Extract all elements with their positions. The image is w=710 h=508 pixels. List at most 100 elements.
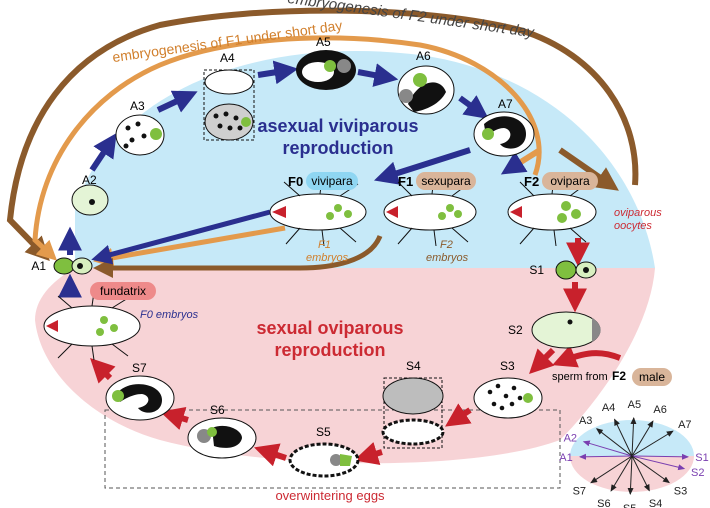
badge-vivipara	[306, 172, 358, 190]
compass-label-a2: A2	[564, 433, 577, 445]
label-F0: F0	[288, 174, 303, 189]
a4-top	[204, 69, 254, 95]
compass-label-s4: S4	[649, 498, 662, 508]
s4-frame	[383, 377, 443, 449]
badge-fundatrix-label: fundatrix	[100, 284, 146, 298]
a7-band	[484, 116, 526, 149]
compass-label-a6: A6	[653, 404, 666, 416]
sperm-prefix: sperm from	[552, 371, 608, 383]
compass-ray-s7	[590, 455, 633, 484]
compass-ray-a4	[614, 418, 633, 457]
asexual-title-line2: reproduction	[283, 138, 394, 158]
compass-ray-s6	[610, 455, 633, 492]
compass-label-s6: S6	[597, 498, 610, 508]
compass-label-a7: A7	[678, 419, 691, 431]
badge-sexupara-label: sexupara	[421, 174, 471, 188]
label-A5: A5	[316, 35, 331, 49]
overwintering-label: overwintering eggs	[275, 488, 385, 503]
label-S7: S7	[132, 361, 147, 375]
s6-green	[207, 427, 217, 437]
a3-green	[150, 128, 162, 140]
label-A7: A7	[498, 97, 513, 111]
badge-ovipara-label: ovipara	[550, 174, 590, 188]
compass-ray-a6	[631, 420, 654, 457]
a5-gray	[337, 59, 351, 73]
a1-nucleus	[77, 263, 83, 269]
oviparous-line2: oocytes	[614, 220, 652, 232]
compass-ray-a2	[582, 440, 633, 457]
label-S4: S4	[406, 359, 421, 373]
label-S2: S2	[508, 323, 523, 337]
aphid-fundatrix	[43, 291, 141, 361]
asexual-arrows	[58, 60, 619, 255]
f2-embryos-line2: embryos	[426, 252, 469, 264]
label-A4: A4	[220, 51, 235, 65]
label-F2: F2	[524, 174, 539, 189]
a4-cells	[213, 111, 243, 131]
compass-label-a3: A3	[579, 415, 592, 427]
label-A1: A1	[31, 259, 46, 273]
compass-label-a1: A1	[559, 452, 572, 464]
compass-label-s1: S1	[695, 452, 708, 464]
s4-bottom	[381, 418, 445, 446]
compass-ray-a7	[631, 430, 674, 457]
badge-vivipara-label: vivipara	[311, 174, 353, 188]
badge-male-label: male	[639, 370, 665, 384]
badge-fundatrix	[90, 282, 156, 300]
a6-green	[413, 73, 427, 87]
s6-band	[212, 425, 242, 448]
label-A2: A2	[82, 173, 97, 187]
sexual-title-line2: reproduction	[275, 340, 386, 360]
compass-label-s7: S7	[573, 485, 586, 497]
compass-ray-a1	[578, 453, 633, 460]
label-A3: A3	[130, 99, 145, 113]
label-A6: A6	[416, 49, 431, 63]
sexual-title-line1: sexual oviparous	[256, 318, 403, 338]
compass-label-a5: A5	[628, 399, 641, 411]
s2-egg	[531, 311, 601, 349]
compass-label-s2: S2	[691, 467, 704, 479]
a2-nucleus	[89, 199, 95, 205]
s3-green	[523, 393, 533, 403]
f1-embryos-line2: embryos	[306, 252, 349, 264]
return-arrow-f2	[92, 234, 383, 278]
a6-gray	[399, 89, 413, 103]
label-F1: F1	[398, 174, 413, 189]
compass-ray-s1	[631, 453, 690, 460]
label-S1: S1	[529, 263, 544, 277]
a3-nuclei	[123, 121, 147, 149]
badge-ovipara	[542, 172, 598, 190]
s2-cap	[592, 318, 601, 342]
s7-band	[118, 384, 162, 413]
compass-ray-s2	[631, 455, 686, 471]
compass-ray-s5	[627, 455, 634, 496]
asexual-region	[75, 50, 655, 268]
compass-ray-a5	[630, 416, 637, 457]
compass-ray-s3	[631, 455, 670, 484]
s5-egg	[288, 442, 360, 478]
aphid-f1	[383, 177, 477, 247]
oviparous-line1: oviparous	[614, 207, 662, 219]
arc-f2-short-day	[6, 7, 639, 262]
label-S5: S5	[316, 425, 331, 439]
a4-green	[241, 117, 251, 127]
compass-label-a4: A4	[602, 402, 615, 414]
f0-embryos-label: F0 embryos	[140, 309, 199, 321]
s7-green	[112, 390, 124, 402]
return-arrow-f1	[93, 225, 286, 268]
f1-embryos-line1: F1	[318, 239, 331, 251]
s5-gray	[330, 454, 342, 466]
aphid-f2	[507, 177, 597, 247]
f2-embryos-line1: F2	[440, 239, 453, 251]
overwintering-box	[104, 409, 561, 489]
compass-ray-s4	[631, 455, 650, 492]
asexual-title-line1: asexual viviparous	[257, 116, 418, 136]
aphid-f0	[269, 177, 367, 247]
compass-ray-a3	[595, 428, 633, 457]
a1-egg-left	[53, 257, 75, 275]
compass-label-s3: S3	[674, 486, 687, 498]
compass-label-s5: S5	[623, 503, 636, 508]
